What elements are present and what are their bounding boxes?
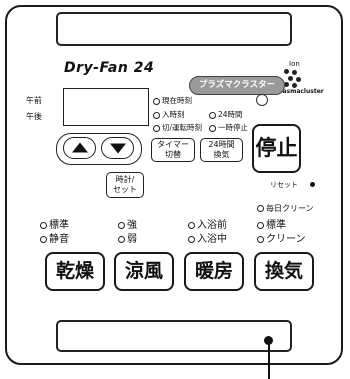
ion-dot (284, 82, 289, 87)
model-name: Dry-Fan 24 (64, 60, 155, 76)
mode-option: クリーン (257, 230, 306, 245)
ventilation-button[interactable]: 換気 (254, 252, 314, 291)
indicator-24h: 24時間 (209, 109, 243, 120)
option-circle (257, 221, 264, 229)
heating-button[interactable]: 暖房 (184, 252, 244, 291)
indicator-circle (209, 111, 216, 119)
ion-label: Ion (289, 60, 300, 68)
indicator-circle (153, 111, 160, 119)
indicator-current-time: 現在時刻 (153, 95, 192, 106)
plasma-cluster-badge: プラズマクラスター (189, 76, 285, 95)
option-circle (40, 221, 47, 229)
ion-dot (292, 83, 297, 88)
option-circle (40, 235, 47, 243)
control-panel (5, 5, 343, 365)
option-circle (118, 235, 125, 243)
reset-label: リセット (270, 181, 298, 189)
pm-label: 午後 (26, 112, 42, 121)
ion-dot (296, 77, 301, 82)
ion-dot (288, 76, 293, 81)
up-arrow-icon (71, 142, 88, 153)
mode-option: 弱 (118, 230, 137, 245)
indicator-circle (209, 124, 216, 132)
status-led (256, 94, 268, 106)
ion-dot (284, 69, 289, 74)
mode-option: 標準 (257, 216, 286, 231)
reset-hole[interactable] (310, 182, 315, 187)
mode-option: 標準 (40, 216, 69, 231)
bottom-slot (56, 320, 292, 352)
mode-option: 入浴前 (188, 216, 227, 231)
lcd-display (63, 88, 149, 126)
cool-breeze-button[interactable]: 涼風 (114, 252, 174, 291)
option-circle (118, 221, 125, 229)
clock-set-button[interactable]: 時計/ セット (106, 172, 144, 198)
indicator-circle (153, 97, 160, 105)
vent-24h-button[interactable]: 24時間 換気 (200, 138, 243, 162)
plasmacluster-label: Plasmacluster (276, 88, 324, 95)
callout-line (268, 340, 270, 379)
top-slot (56, 12, 292, 46)
option-circle (188, 235, 195, 243)
option-circle (257, 205, 264, 212)
mode-option: 強 (118, 216, 137, 231)
up-button[interactable] (63, 137, 96, 159)
stop-button[interactable]: 停止 (252, 124, 301, 173)
indicator-on-time: 入時刻 (153, 109, 185, 120)
indicator-pause: 一時停止 (209, 122, 248, 133)
down-button[interactable] (101, 137, 134, 159)
arrow-button-group (56, 133, 142, 165)
down-arrow-icon (109, 143, 126, 154)
option-circle (188, 221, 195, 229)
dry-mode-button[interactable]: 乾燥 (45, 252, 105, 291)
am-label: 午前 (26, 96, 42, 105)
indicator-off-time: 切/運転時刻 (153, 122, 202, 133)
mode-option: 入浴中 (188, 230, 227, 245)
ion-dot (292, 70, 297, 75)
timer-toggle-button[interactable]: タイマー 切替 (151, 138, 195, 162)
indicator-circle (153, 124, 160, 132)
mode-option: 静音 (40, 230, 69, 245)
option-circle (257, 235, 264, 243)
mode-option: 毎日クリーン (257, 203, 314, 214)
